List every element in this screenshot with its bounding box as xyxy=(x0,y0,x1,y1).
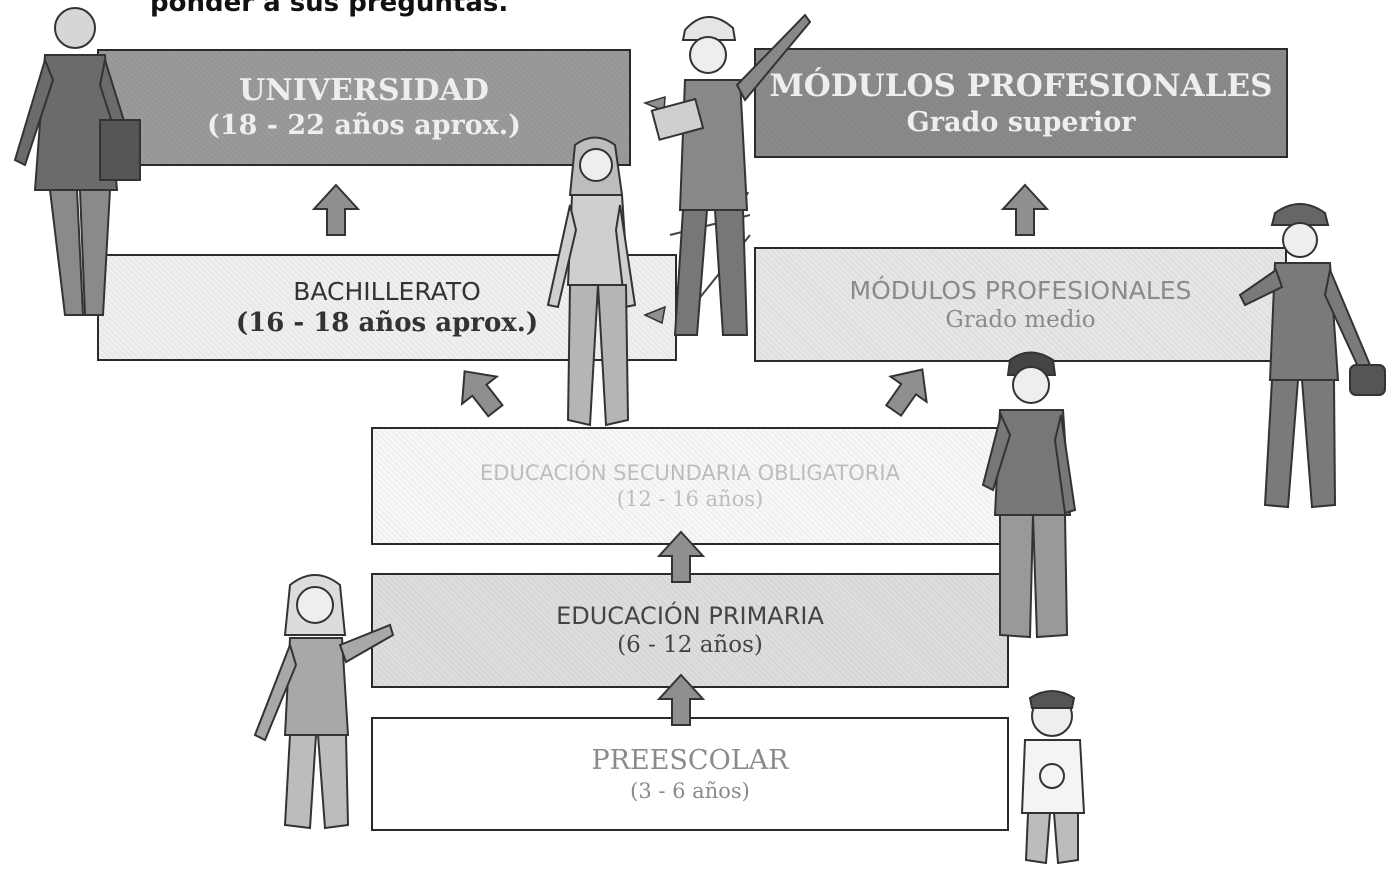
modulos-medio-box: MÓDULOS PROFESIONALES Grado medio xyxy=(754,247,1287,362)
arrow-eso-to-modulos-medio-icon xyxy=(884,368,928,418)
primaria-title: EDUCACIÓN PRIMARIA xyxy=(556,602,824,631)
eso-title: EDUCACIÓN SECUNDARIA OBLIGATORIA xyxy=(480,460,900,485)
preescolar-child-illustration xyxy=(1020,690,1086,865)
bachillerato-girl-illustration xyxy=(546,136,637,427)
modulos-medio-grade: Grado medio xyxy=(945,306,1096,333)
eso-box: EDUCACIÓN SECUNDARIA OBLIGATORIA (12 - 1… xyxy=(371,427,1009,545)
arrow-medio-to-superior-icon xyxy=(1001,183,1049,236)
primaria-girl-illustration xyxy=(253,574,395,830)
arrow-preescolar-to-primaria-icon xyxy=(657,673,705,726)
bachillerato-ages: (16 - 18 años aprox.) xyxy=(235,307,539,338)
arrow-bachillerato-to-universidad-icon xyxy=(312,183,360,236)
primaria-box: EDUCACIÓN PRIMARIA (6 - 12 años) xyxy=(371,573,1009,688)
modulos-superior-grade: Grado superior xyxy=(906,106,1136,138)
primaria-ages: (6 - 12 años) xyxy=(617,632,763,659)
universidad-title: UNIVERSIDAD xyxy=(239,72,489,108)
bachillerato-title: BACHILLERATO xyxy=(293,276,481,306)
eso-ages: (12 - 16 años) xyxy=(616,487,764,511)
modulos-medio-title: MÓDULOS PROFESIONALES xyxy=(849,275,1192,305)
eso-boy-illustration xyxy=(981,351,1077,639)
arrow-primaria-to-eso-icon xyxy=(657,530,705,583)
universidad-box: UNIVERSIDAD (18 - 22 años aprox.) xyxy=(97,49,631,166)
preescolar-title: PREESCOLAR xyxy=(591,745,789,776)
header-text: ponder a sus preguntas. xyxy=(150,0,509,18)
modulos-superior-title: MÓDULOS PROFESIONALES xyxy=(769,67,1273,104)
preescolar-ages: (3 - 6 años) xyxy=(630,778,750,803)
preescolar-box: PREESCOLAR (3 - 6 años) xyxy=(371,717,1009,831)
modulos-superior-box: MÓDULOS PROFESIONALES Grado superior xyxy=(754,48,1288,158)
university-student-illustration xyxy=(13,7,141,316)
arrow-eso-to-bachillerato-icon xyxy=(460,370,504,418)
mechanic-woman-illustration xyxy=(1238,203,1386,509)
engineer-woman-illustration xyxy=(650,13,812,336)
universidad-ages: (18 - 22 años aprox.) xyxy=(207,110,521,142)
